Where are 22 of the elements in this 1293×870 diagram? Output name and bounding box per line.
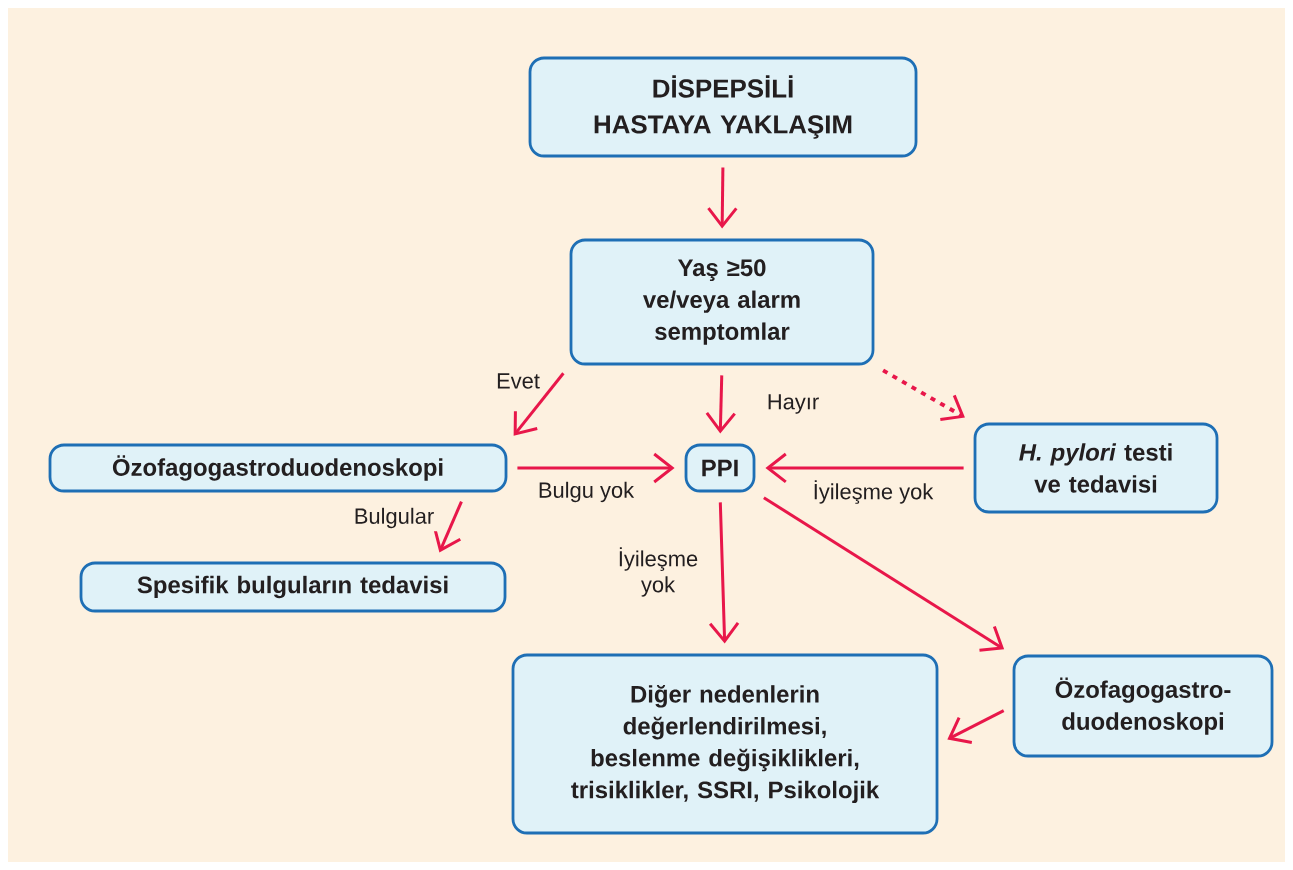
arrow <box>763 496 1005 652</box>
arrow <box>708 502 740 644</box>
process-box: Yaş ≥50 ve/veya alarm semptomlar <box>569 238 875 366</box>
edge-label: İyileşme yok <box>600 544 716 600</box>
process-box: Spesifik bulguların tedavisi <box>79 561 507 613</box>
process-box: H. pylori testi ve tedavisi <box>973 422 1219 514</box>
arrow <box>513 372 565 436</box>
edge-label: Bulgu yok <box>534 478 638 506</box>
edge-label: Evet <box>493 370 543 392</box>
edge-label: İyileşme yok <box>809 477 937 507</box>
arrow <box>765 452 964 484</box>
arrow <box>707 167 738 229</box>
arrow <box>882 368 965 421</box>
title-box: DİSPEPSİLİ HASTAYA YAKLAŞIM <box>528 56 918 158</box>
edge-label: Bulgular <box>350 504 438 532</box>
process-box: Diğer nedenlerin değerlendirilmesi, beslenme değişiklikleri, trisiklikler, SSRI, Psikolojik <box>511 653 939 835</box>
arrow <box>517 452 675 484</box>
arrow <box>947 709 1005 745</box>
edge-label: Hayır <box>763 391 823 417</box>
process-box: PPI <box>684 443 756 493</box>
process-box: Özofagogastro-duodenoskopi <box>1012 654 1274 758</box>
process-box: Özofagogastroduodenoskopi <box>48 443 508 493</box>
